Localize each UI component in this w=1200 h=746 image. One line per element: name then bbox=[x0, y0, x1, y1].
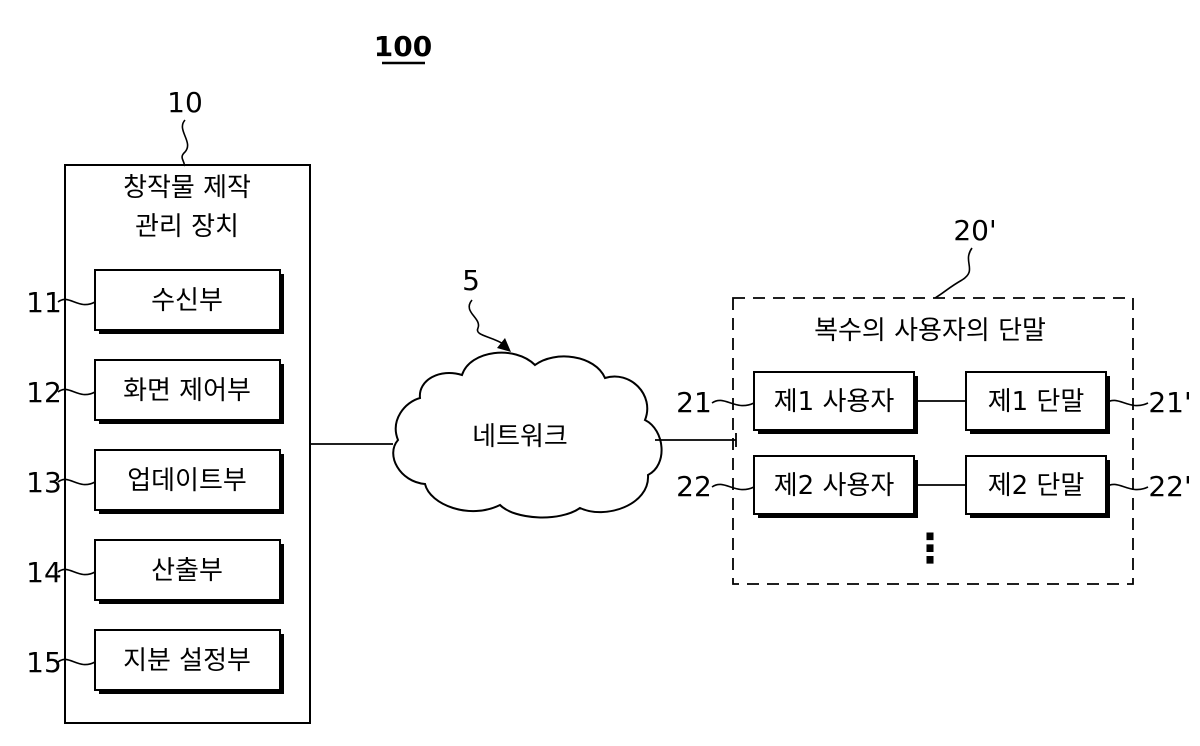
terminals-continuation-dots: ⋮ bbox=[910, 526, 950, 572]
terminal-label: 제2 단말 bbox=[988, 471, 1085, 501]
network-ref-arrowhead bbox=[497, 338, 511, 352]
user-ref: 21 bbox=[676, 386, 712, 419]
device-title-line2: 관리 장치 bbox=[135, 212, 239, 242]
terminals-title: 복수의 사용자의 단말 bbox=[814, 316, 1046, 346]
user-label: 제1 사용자 bbox=[774, 387, 895, 417]
device-unit-leader bbox=[58, 299, 95, 304]
terminals-ref-label: 20' bbox=[953, 214, 996, 247]
terminal-ref-leader bbox=[1106, 484, 1148, 489]
network-ref-leader bbox=[469, 300, 505, 345]
device-unit-label: 화면 제어부 bbox=[123, 376, 251, 406]
terminal-ref-leader bbox=[1106, 400, 1148, 405]
terminal-row: 제2 사용자 제2 단말 22 22' bbox=[676, 456, 1191, 518]
device-unit-ref: 13 bbox=[26, 466, 62, 499]
terminal-row: 제1 사용자 제1 단말 21 21' bbox=[676, 372, 1191, 434]
device-unit-label: 수신부 bbox=[151, 286, 223, 316]
device-unit-leader bbox=[58, 569, 95, 574]
terminal-ref: 21' bbox=[1148, 386, 1191, 419]
network-ref-label: 5 bbox=[462, 264, 480, 297]
device-ref-label: 10 bbox=[167, 86, 203, 119]
device-unit-ref: 15 bbox=[26, 646, 62, 679]
figure-number: 100 bbox=[374, 30, 432, 63]
device-title-line1: 창작물 제작 bbox=[123, 173, 251, 203]
terminal-rows: 제1 사용자 제1 단말 21 21' 제2 사용자 제2 단말 22 22' bbox=[676, 372, 1191, 518]
device-unit-label: 업데이트부 bbox=[127, 466, 247, 496]
device-unit-ref: 14 bbox=[26, 556, 62, 589]
device-unit-label: 지분 설정부 bbox=[123, 646, 251, 676]
network-label: 네트워크 bbox=[472, 422, 568, 452]
device-unit-label: 산출부 bbox=[151, 556, 223, 586]
user-label: 제2 사용자 bbox=[774, 471, 895, 501]
device-unit-leader bbox=[58, 389, 95, 394]
device-unit-ref: 12 bbox=[26, 376, 62, 409]
terminal-label: 제1 단말 bbox=[988, 387, 1085, 417]
device-ref-leader bbox=[182, 120, 188, 166]
device-unit-leader bbox=[58, 659, 95, 664]
terminals-ref-leader bbox=[935, 248, 972, 298]
user-ref: 22 bbox=[676, 470, 712, 503]
device-unit-ref: 11 bbox=[26, 286, 62, 319]
device-unit-leader bbox=[58, 479, 95, 484]
terminal-ref: 22' bbox=[1148, 470, 1191, 503]
